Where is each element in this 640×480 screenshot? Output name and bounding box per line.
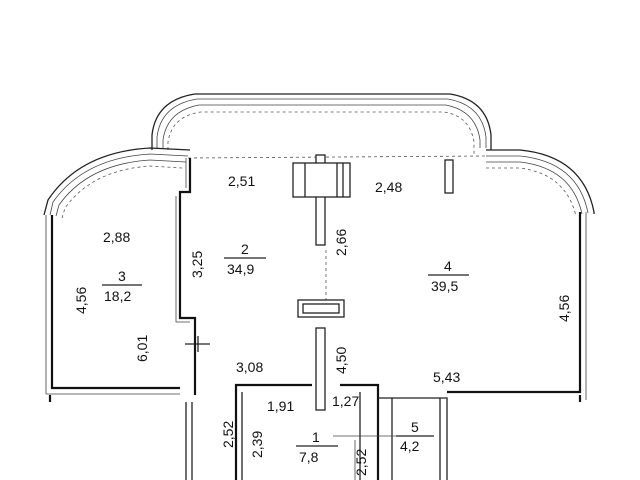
room-3-number: 3	[118, 268, 126, 284]
dim-3-25: 3,25	[189, 251, 205, 278]
dim-2-39: 2,39	[249, 431, 265, 458]
dim-1-91: 1,91	[267, 398, 294, 414]
dim-2-52-right: 2,52	[353, 449, 369, 476]
room-3-area: 18,2	[104, 288, 131, 304]
room-5-area: 4,2	[400, 438, 420, 454]
dim-2-52-left: 2,52	[220, 421, 236, 448]
partition-wall-3-2	[178, 158, 197, 395]
dim-1-27: 1,27	[332, 393, 359, 409]
dim-2-66: 2,66	[333, 229, 349, 256]
center-column-top	[315, 154, 326, 246]
room-5-number: 5	[411, 419, 419, 435]
dim-4-56-left: 4,56	[73, 287, 89, 314]
room-4-number: 4	[444, 258, 452, 274]
room-2-area: 34,9	[227, 261, 254, 277]
exterior-walls	[45, 212, 587, 402]
dim-2-48: 2,48	[375, 179, 402, 195]
dim-2-51: 2,51	[228, 173, 255, 189]
top-bay-window	[151, 93, 492, 155]
room-4-area: 39,5	[431, 278, 458, 294]
left-bay-window	[43, 147, 191, 219]
right-bay-window	[486, 149, 595, 217]
dim-4-56-right: 4,56	[556, 295, 572, 322]
dim-5-43: 5,43	[433, 369, 460, 385]
room-1-area: 7,8	[299, 449, 319, 465]
dim-2-88: 2,88	[103, 229, 130, 245]
room-1-number: 1	[312, 429, 320, 445]
dim-3-08: 3,08	[236, 359, 263, 375]
center-column-bottom	[315, 327, 326, 411]
stair-element	[292, 162, 351, 198]
right-post	[444, 159, 454, 194]
dim-4-50: 4,50	[333, 347, 349, 374]
dashed-top-line	[187, 155, 487, 159]
dim-6-01: 6,01	[134, 335, 150, 362]
room-2-number: 2	[241, 241, 249, 257]
